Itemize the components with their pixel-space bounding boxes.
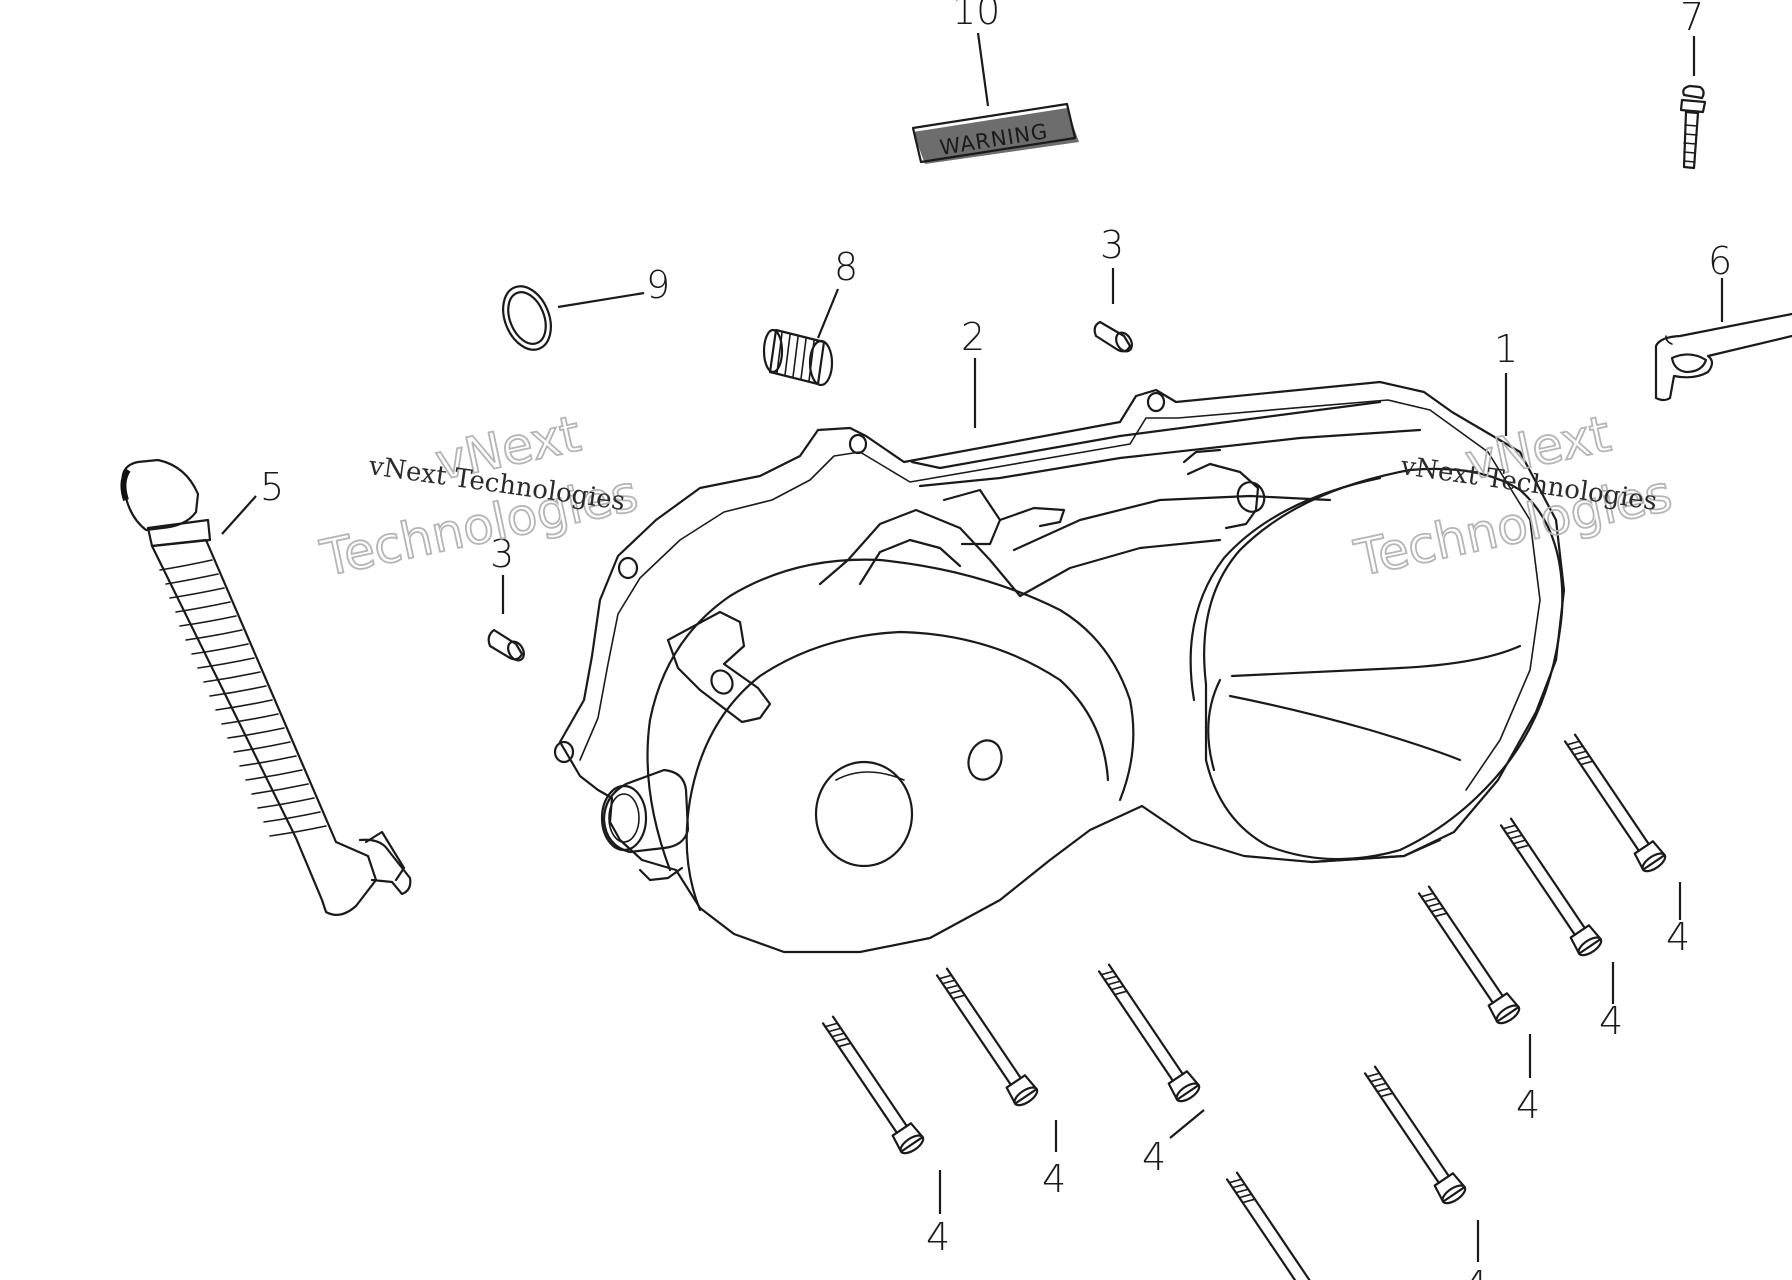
part-4-leaders [938,882,1682,1262]
callout-10: 10 [952,0,1000,33]
part-6-bracket [1654,312,1792,402]
part-7-bolt [1679,84,1707,170]
part-4-bolts [821,733,1667,1280]
part-3-dowel-pin-upper [1093,320,1133,353]
part-8-needle-bearing [762,328,834,387]
bolt-g [1499,817,1603,957]
part-10-warning-label: WARNING [911,102,1079,164]
bolt-c [1097,963,1201,1103]
callout-4-e: 4 [1516,1083,1540,1127]
callout-1: 1 [1494,327,1518,371]
bolt-e [1225,1171,1322,1280]
callout-numbers: 1 2 3 3 4 4 4 4 4 4 4 4 4 5 6 7 8 9 10 [260,0,1732,1280]
callout-5: 5 [260,465,284,509]
part-2-cover-body [553,380,1566,954]
bolt-a [821,1015,925,1155]
bolt-b [935,967,1039,1107]
part-3-dowel-pin-lower [487,628,525,662]
callout-8: 8 [834,245,858,289]
bolt-d [1363,1065,1467,1205]
callout-3-lower: 3 [490,532,514,576]
bolt-h [1563,733,1667,873]
callout-3-upper: 3 [1100,223,1124,267]
part-9-o-ring [502,285,552,351]
watermark-left: vNext Technologies vNext Technologies [315,404,644,589]
callout-4-b: 4 [1042,1157,1066,1201]
callout-4-a: 4 [926,1215,950,1259]
callout-4-g: 4 [1666,915,1690,959]
callout-7: 7 [1680,0,1704,39]
callout-4-f: 4 [1599,999,1623,1043]
part-5-breather-hose [120,458,412,917]
callout-6: 6 [1708,239,1732,283]
callout-4-c: 4 [1142,1135,1166,1179]
callout-2: 2 [961,315,985,359]
callout-4-d: 4 [1464,1263,1488,1280]
part-1-outer-cover [1189,467,1564,864]
bolt-f [1417,885,1521,1025]
callout-9: 9 [646,263,670,307]
